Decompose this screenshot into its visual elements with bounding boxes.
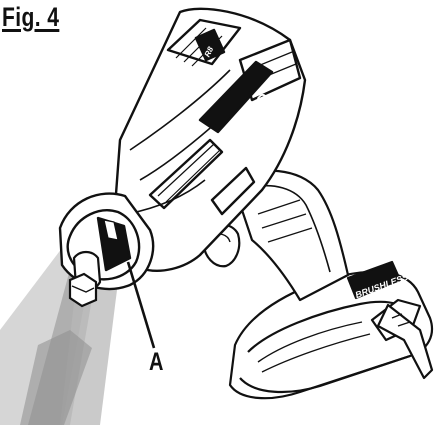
handle-grip	[230, 169, 402, 302]
anvil-square-drive	[68, 250, 102, 308]
led-light-beams	[0, 248, 118, 425]
nameplate-text: R8	[203, 45, 216, 59]
light-beam-overlap	[20, 330, 92, 425]
callout-leader-line	[126, 261, 156, 349]
battery-pack	[228, 270, 434, 400]
figure-label: Fig. 4	[2, 2, 60, 32]
motor-housing	[110, 7, 307, 272]
callout-letter-a: A	[149, 348, 164, 376]
